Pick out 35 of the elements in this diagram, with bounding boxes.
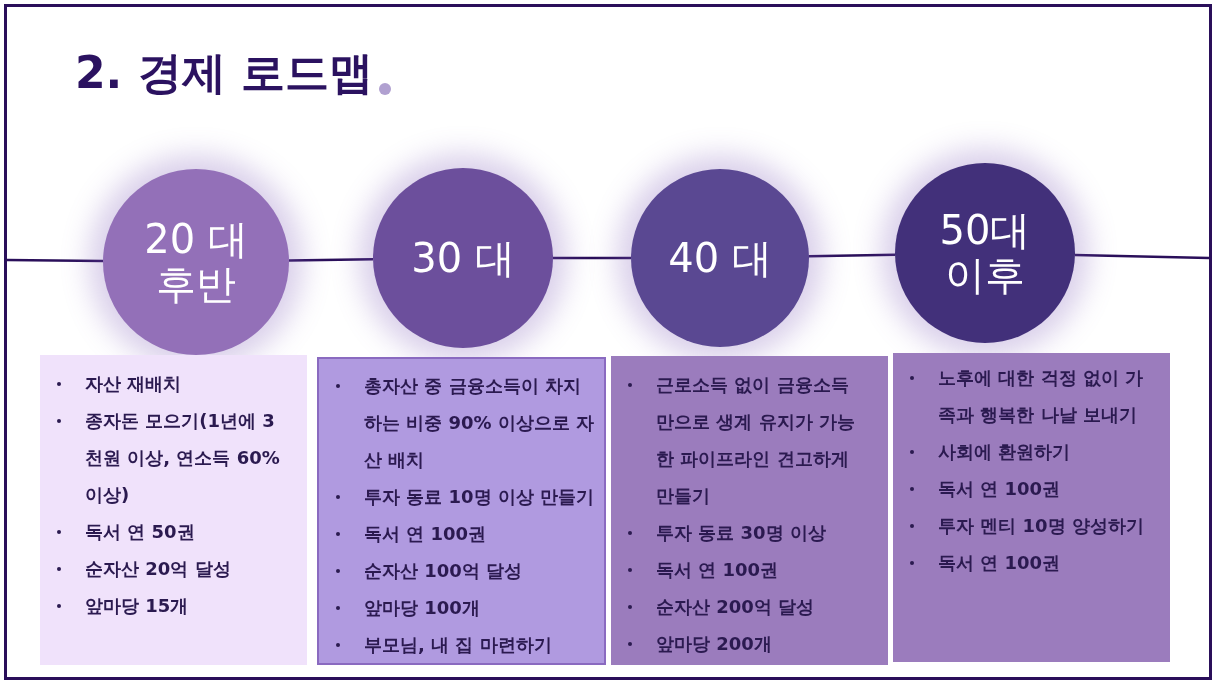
age-label: 20 대 후반 <box>143 217 249 307</box>
bullet-item: 순자산 200억 달성 <box>656 588 866 625</box>
bullet-item: 앞마당 15개 <box>85 587 295 624</box>
timeline-line <box>553 256 631 260</box>
bullet-item: 근로소득 없이 금융소득 만으로 생계 유지가 가능한 파이프라인 견고하게 만들기 <box>656 366 866 514</box>
bullet-item: 순자산 100억 달성 <box>364 552 600 589</box>
bullet-item: 독서 연 100권 <box>364 515 600 552</box>
bullet-item: 종자돈 모으기(1년에 3 천원 이상, 연소득 60% 이상) <box>85 402 295 513</box>
bullet-item: 노후에 대한 걱정 없이 가족과 행복한 나날 보내기 <box>938 359 1148 433</box>
bullet-item: 총자산 중 금융소득이 차지 하는 비중 90% 이상으로 자산 배치 <box>364 367 600 478</box>
timeline-line <box>808 253 896 258</box>
bullet-item: 앞마당 200개 <box>656 625 866 662</box>
timeline-line <box>1074 253 1210 260</box>
bullet-item: 독서 연 100권 <box>656 551 866 588</box>
timeline-line <box>7 258 104 263</box>
goal-box <box>40 355 307 665</box>
title: 2. 경제 로드맵 <box>75 46 373 100</box>
age-label: 30 대 <box>410 235 516 281</box>
bullet-item: 투자 동료 10명 이상 만들기 <box>364 478 600 515</box>
bullet-item: 자산 재배치 <box>85 365 295 402</box>
bullet-item: 독서 연 100권 <box>938 470 1148 507</box>
timeline-line <box>288 258 374 262</box>
goal-box <box>893 353 1170 662</box>
age-label: 40 대 <box>667 235 773 281</box>
bullet-item: 투자 멘티 10명 양성하기 <box>938 507 1148 544</box>
bullet-item: 투자 동료 30명 이상 <box>656 514 866 551</box>
bullet-item: 사회에 환원하기 <box>938 433 1148 470</box>
goal-box <box>317 357 606 665</box>
bullet-item: 부모님, 내 집 마련하기 <box>364 626 600 663</box>
bullet-item: 독서 연 100권 <box>938 544 1148 581</box>
bullet-item: 독서 연 50권 <box>85 513 295 550</box>
bullet-item: 순자산 20억 달성 <box>85 550 295 587</box>
bullet-item: 앞마당 100개 <box>364 589 600 626</box>
goal-box <box>611 356 888 665</box>
age-label: 50대 이후 <box>938 208 1032 298</box>
